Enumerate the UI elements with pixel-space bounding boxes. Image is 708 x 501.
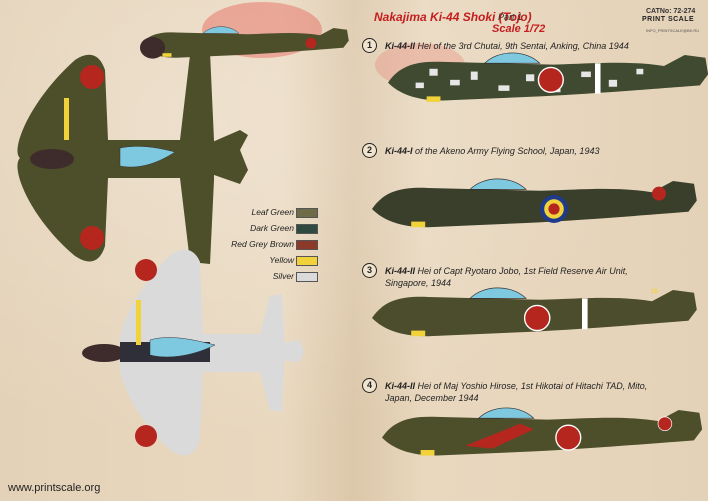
profile-3-caption: Ki-44-II Hei of Capt Ryotaro Jobo, 1st F…: [385, 265, 655, 289]
legend-swatch: [296, 240, 318, 250]
profile-desc: Hei of Maj Yoshio Hirose, 1st Hikotai of…: [385, 381, 648, 403]
tail-number: 16: [651, 289, 658, 295]
profile-model: Ki-44-II: [385, 266, 416, 276]
profile-number: 3: [362, 263, 377, 278]
legend-label: Silver: [272, 271, 294, 281]
legend-swatch: [296, 256, 318, 266]
legend-label: Dark Green: [250, 223, 294, 233]
profile-4-aircraft: [382, 407, 703, 456]
scale-label: Scale 1/72: [492, 23, 546, 35]
legend-leaf-green: Leaf Green: [218, 206, 318, 218]
legend-label: Red Grey Brown: [231, 239, 294, 249]
aircraft-side-small: [140, 26, 349, 59]
legend-red-grey-brown: Red Grey Brown: [218, 238, 318, 250]
catalog-number: CATNo: 72-274: [646, 8, 696, 15]
legend-silver: Silver: [218, 270, 318, 282]
aircraft-underside-silver: [82, 249, 304, 456]
profile-desc: of the Akeno Army Flying School, Japan, …: [412, 146, 600, 156]
legend-swatch: [296, 208, 318, 218]
profile-number: 2: [362, 143, 377, 158]
legend-swatch: [296, 224, 318, 234]
profile-model: Ki-44-II: [385, 41, 416, 51]
profile-desc: Hei of the 3rd Chutai, 9th Sentai, Ankin…: [415, 41, 629, 51]
profile-number: 4: [362, 378, 377, 393]
brand-logo: PRINT SCALE: [642, 16, 695, 23]
profile-model: Ki-44-II: [385, 381, 416, 391]
profile-4-caption: Ki-44-II Hei of Maj Yoshio Hirose, 1st H…: [385, 380, 655, 404]
legend-label: Yellow: [269, 255, 294, 265]
profile-number: 1: [362, 38, 377, 53]
profile-desc: Hei of Capt Ryotaro Jobo, 1st Field Rese…: [385, 266, 628, 288]
legend-yellow: Yellow: [218, 254, 318, 266]
profile-model: Ki-44-I: [385, 146, 413, 156]
profile-1-caption: Ki-44-II Hei of the 3rd Chutai, 9th Sent…: [385, 40, 685, 52]
legend-swatch: [296, 272, 318, 282]
profile-1-aircraft: [388, 52, 708, 102]
sheet-title: Nakajima Ki-44 Shoki (Tojo): [374, 10, 532, 24]
profile-3-aircraft: [372, 287, 697, 337]
legend-dark-green: Dark Green: [218, 222, 318, 234]
legend-label: Leaf Green: [251, 207, 294, 217]
profile-2-caption: Ki-44-I of the Akeno Army Flying School,…: [385, 145, 685, 157]
profile-2-aircraft: [372, 178, 697, 228]
aircraft-top-view-green: [17, 52, 248, 264]
footer-url[interactable]: www.printscale.org: [8, 482, 101, 494]
part-label: Part 1: [498, 12, 523, 22]
brand-email: INFO_PRINTSCALE@BK.RU: [646, 28, 700, 33]
